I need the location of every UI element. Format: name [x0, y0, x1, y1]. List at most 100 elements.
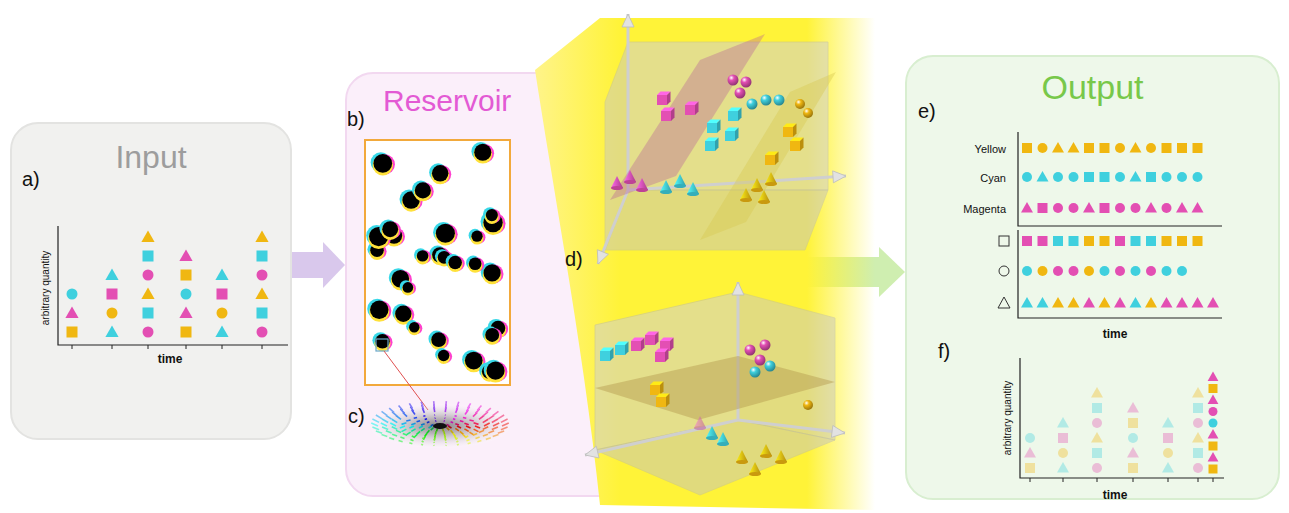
spin-arrow	[421, 443, 423, 446]
cube-side	[665, 349, 669, 363]
circle-marker	[1115, 143, 1125, 153]
square-marker	[181, 327, 192, 338]
circle-marker	[107, 308, 118, 319]
cube-point	[707, 120, 721, 134]
cone-point	[765, 172, 777, 186]
square-marker	[1193, 403, 1203, 413]
sphere-point	[765, 361, 776, 372]
square-marker	[1100, 203, 1110, 213]
cone-base	[624, 180, 636, 184]
triangle-marker	[1207, 297, 1219, 308]
spin-arrow	[455, 415, 457, 417]
skyrmion-blob	[435, 348, 452, 364]
label-holder: time	[1103, 324, 1128, 342]
triangle-marker	[1024, 447, 1036, 458]
triangle-marker	[1114, 297, 1126, 308]
spin-arrow	[457, 443, 459, 446]
spin-arrow	[382, 411, 388, 415]
spin-arrow	[486, 408, 491, 412]
sphere-point	[728, 75, 739, 86]
spin-arrow	[457, 426, 461, 428]
square-marker	[1209, 442, 1218, 451]
cube-side	[670, 338, 674, 352]
spin-arrow	[409, 443, 412, 444]
blob-core	[483, 264, 500, 281]
spin-arrow	[484, 423, 490, 426]
spin-arrow	[443, 420, 445, 422]
spin-arrow	[445, 442, 447, 443]
blob-core	[415, 182, 431, 198]
triangle-marker	[1052, 142, 1064, 153]
spin-arrow	[427, 430, 430, 433]
flow-arrow	[292, 242, 345, 288]
cube-front	[656, 397, 666, 407]
cube-front	[650, 385, 660, 395]
spin-arrow	[464, 423, 468, 424]
spin-arrow	[423, 415, 425, 417]
spin-arrow	[477, 405, 481, 410]
skyrmion-spin-texture	[370, 401, 510, 448]
cube-side	[666, 394, 670, 408]
circle-marker	[1146, 143, 1156, 153]
spin-arrow	[456, 441, 458, 442]
panel-letter: b)	[347, 108, 365, 130]
spin-arrow	[492, 419, 498, 422]
zoom-box	[376, 339, 388, 351]
blob-core	[417, 250, 428, 261]
skyrmion-blob	[412, 181, 434, 202]
spin-arrow	[493, 411, 499, 415]
triangle-marker	[215, 325, 228, 337]
cone-base	[775, 460, 787, 464]
circle-marker	[1022, 266, 1032, 276]
circle-marker	[1131, 203, 1141, 213]
square-marker	[1038, 236, 1048, 246]
axis-tick	[148, 345, 149, 349]
axis-cone	[833, 171, 846, 183]
cube-point	[615, 342, 629, 356]
circle-marker	[1038, 266, 1048, 276]
spin-arrow	[433, 439, 435, 440]
separating-plane	[595, 356, 835, 420]
axis-3d	[738, 420, 845, 433]
axis-label: time	[158, 353, 183, 366]
cone-point	[674, 174, 686, 188]
cube-side	[800, 138, 804, 152]
circle-marker	[257, 327, 268, 338]
circle-marker	[1025, 433, 1035, 443]
circle-marker	[1209, 419, 1218, 428]
cube-side	[715, 138, 719, 152]
triangle-marker	[1130, 171, 1142, 182]
circle-marker	[1053, 203, 1063, 213]
spin-arrow	[433, 444, 435, 446]
triangle-marker	[65, 306, 78, 318]
triangle-marker	[179, 306, 192, 318]
spin-arrow	[456, 438, 458, 439]
triangle-marker	[1083, 297, 1095, 308]
circle-marker	[143, 270, 154, 281]
spin-arrow	[468, 403, 471, 408]
square-marker	[1209, 384, 1218, 393]
axis-tick	[1097, 478, 1098, 482]
skyrmion-image	[365, 140, 510, 410]
spin-arrow	[427, 421, 430, 424]
panel-letter: f)	[938, 340, 950, 362]
spin-arrow	[371, 423, 378, 426]
spin-arrow	[468, 443, 471, 444]
cube-front	[728, 111, 738, 121]
label-holder: Magenta	[963, 199, 1006, 217]
spin-arrow	[498, 415, 504, 419]
triangle-marker	[1091, 387, 1103, 398]
circle-marker	[1115, 172, 1125, 182]
spin-arrow	[382, 427, 388, 430]
spin-arrow	[465, 436, 468, 438]
spin-core	[433, 423, 447, 429]
blob-core	[409, 322, 420, 333]
blob-core	[486, 362, 504, 380]
square-marker	[1100, 172, 1110, 182]
triangle-marker	[105, 268, 118, 280]
spin-arrow	[451, 421, 454, 424]
triangle-marker	[1208, 429, 1219, 438]
skyrmion-blob	[406, 320, 422, 335]
feature-space-plot	[585, 282, 845, 495]
output-prediction-chart	[1020, 358, 1224, 482]
